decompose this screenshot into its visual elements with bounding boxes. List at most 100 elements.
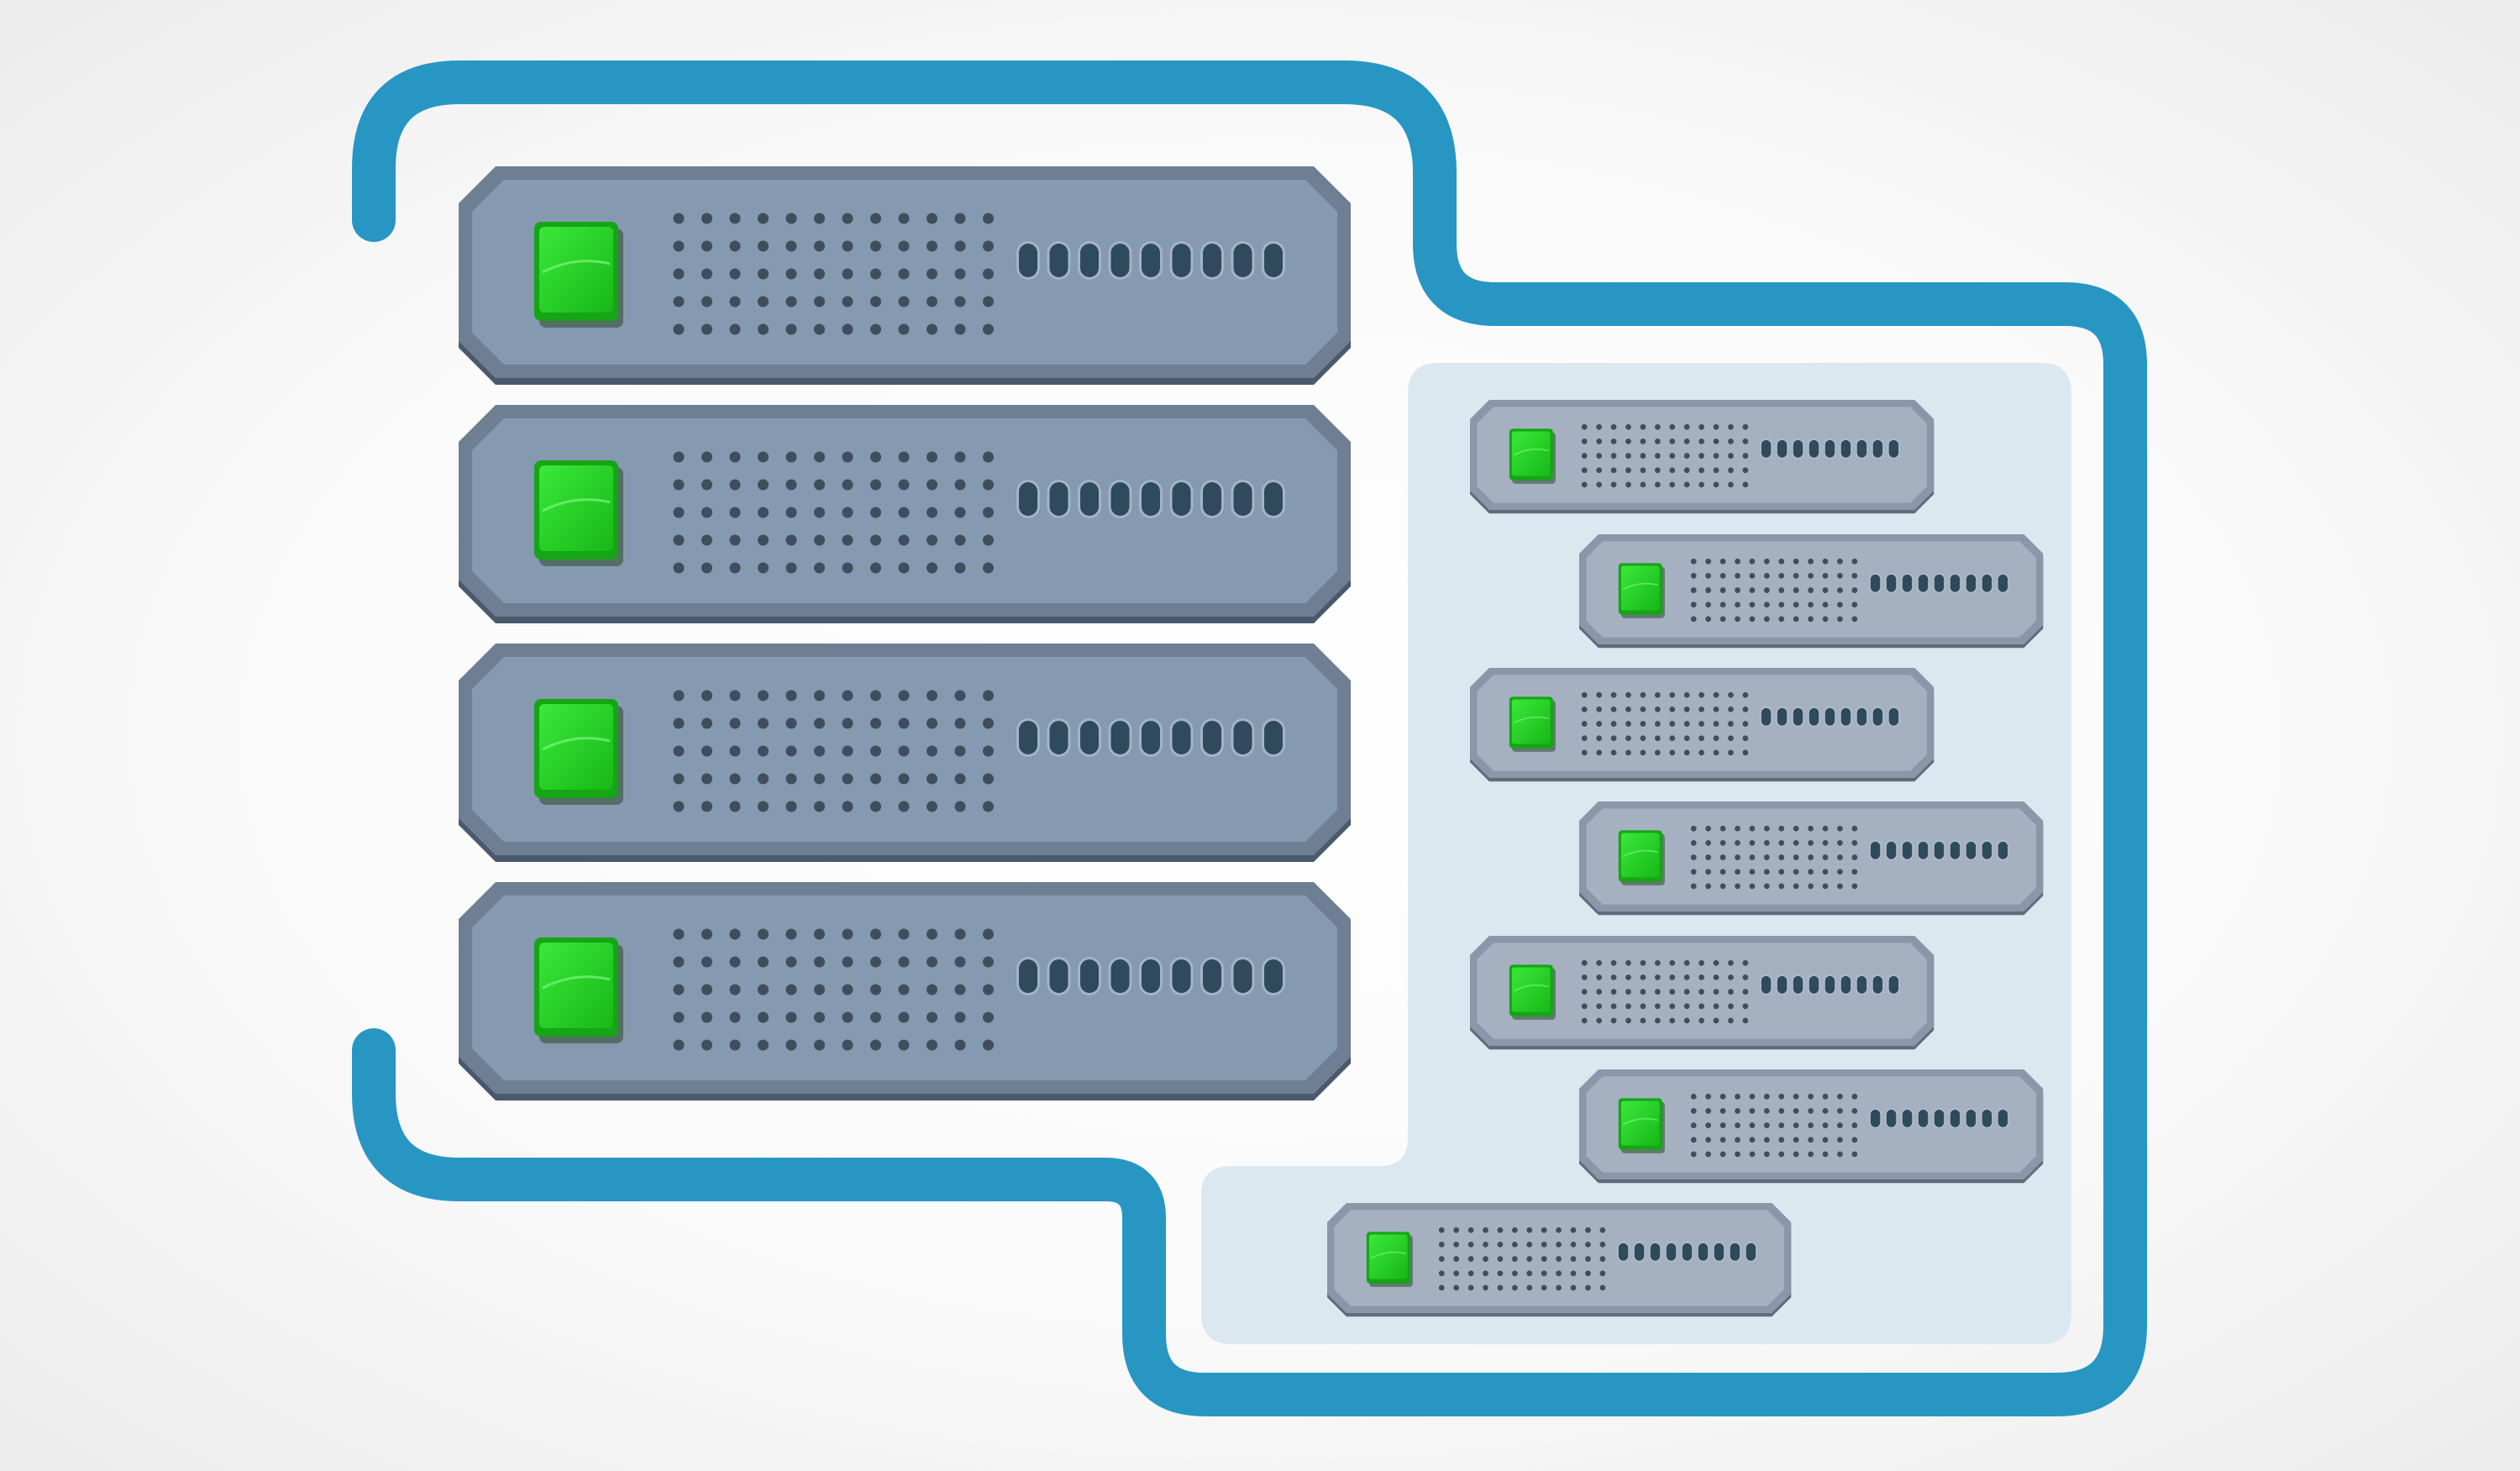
vent-hole (785, 534, 797, 546)
vent-hole (758, 773, 769, 785)
vent-hole (1669, 749, 1676, 756)
indicator-light (1793, 439, 1803, 458)
vent-hole (1763, 1122, 1770, 1128)
vent-hole (1556, 1270, 1562, 1277)
vent-hole (1851, 1093, 1858, 1100)
vent-hole (983, 690, 994, 701)
vent-hole (1610, 735, 1617, 742)
vent-hole (1778, 587, 1785, 593)
vent-hole (1742, 735, 1749, 742)
vent-hole (1511, 1227, 1518, 1233)
vent-hole (1822, 840, 1829, 846)
indicator-light (1793, 707, 1803, 726)
vent-hole (1596, 423, 1603, 430)
indicator-light (1888, 707, 1899, 726)
vent-hole (814, 240, 825, 252)
vent-hole (842, 956, 853, 968)
indicator-light (1142, 482, 1160, 516)
indicator-light (1856, 707, 1867, 726)
indicator-light (1872, 975, 1883, 994)
indicator-light (1902, 574, 1913, 592)
vent-hole (673, 984, 685, 996)
vent-hole (1625, 423, 1631, 430)
vent-hole (1640, 439, 1646, 444)
large-server-stack (459, 166, 1351, 1101)
vent-grid (1690, 1093, 1858, 1158)
power-button-highlight (542, 260, 611, 274)
indicator-light (1049, 959, 1068, 993)
vent-hole (1669, 467, 1676, 474)
vent-hole (898, 956, 910, 968)
vent-hole (927, 240, 937, 252)
vent-hole (1763, 1137, 1770, 1143)
vent-hole (1851, 840, 1858, 846)
vent-hole (1837, 616, 1843, 623)
vent-hole (1713, 721, 1719, 727)
vent-hole (701, 534, 712, 546)
vent-hole (1625, 735, 1631, 742)
vent-hole (1742, 1017, 1749, 1024)
indicator-light (1110, 959, 1130, 993)
vent-hole (1735, 840, 1740, 846)
vent-hole (1837, 558, 1843, 565)
vent-hole (1728, 959, 1734, 966)
vent-hole (1763, 854, 1770, 860)
vent-hole (1599, 1256, 1606, 1262)
indicator-light (1142, 721, 1160, 754)
vent-hole (1556, 1242, 1562, 1248)
indicator-light (1886, 841, 1897, 859)
vent-hole (1837, 825, 1843, 832)
vent-hole (1640, 423, 1646, 430)
vent-hole (1735, 1151, 1740, 1158)
vent-hole (1596, 721, 1603, 727)
outline-upper (352, 60, 2147, 1416)
vent-hole (1742, 453, 1749, 459)
vent-hole (1690, 854, 1697, 860)
vent-hole (1808, 602, 1814, 608)
vent-hole (1851, 616, 1858, 623)
indicator-light (1049, 482, 1068, 516)
vent-hole (1585, 1284, 1591, 1291)
indicator-light (1110, 482, 1130, 516)
vent-hole (1793, 883, 1799, 890)
vent-hole (1683, 439, 1690, 444)
vent-grid (1438, 1227, 1606, 1291)
vent-hole (701, 240, 712, 252)
vent-hole (1735, 1137, 1740, 1143)
vent-hole (1698, 959, 1704, 966)
vent-hole (1735, 558, 1740, 565)
vent-hole (1690, 1108, 1697, 1114)
indicator-lights (1617, 1242, 1757, 1263)
vent-hole (758, 323, 769, 335)
vent-hole (1610, 439, 1617, 444)
vent-hole (758, 562, 769, 574)
vent-hole (1698, 1003, 1704, 1010)
vent-hole (1599, 1242, 1606, 1248)
vent-hole (898, 562, 910, 574)
node-3 (1470, 668, 1935, 782)
vent-hole (1749, 825, 1756, 832)
indicator-light (1264, 244, 1283, 277)
indicator-light (1666, 1242, 1677, 1261)
vent-hole (1640, 453, 1646, 459)
vent-hole (729, 240, 741, 252)
indicator-lights (1760, 975, 1900, 996)
vent-hole (983, 534, 994, 546)
vent-hole (1749, 1108, 1756, 1114)
vent-hole (1698, 691, 1704, 698)
vent-hole (1719, 869, 1726, 875)
vent-hole (1763, 616, 1770, 623)
vent-hole (1483, 1256, 1488, 1262)
vent-hole (870, 507, 881, 518)
vent-hole (673, 717, 685, 729)
small-server-stack (1327, 400, 2044, 1317)
vent-hole (1596, 989, 1603, 995)
vent-hole (814, 773, 825, 785)
vent-hole (1742, 721, 1749, 727)
indicator-light (1203, 721, 1221, 754)
vent-hole (1610, 1017, 1617, 1024)
vent-hole (1669, 975, 1676, 980)
vent-hole (983, 507, 994, 518)
vent-hole (1763, 587, 1770, 593)
vent-hole (1713, 1017, 1719, 1024)
